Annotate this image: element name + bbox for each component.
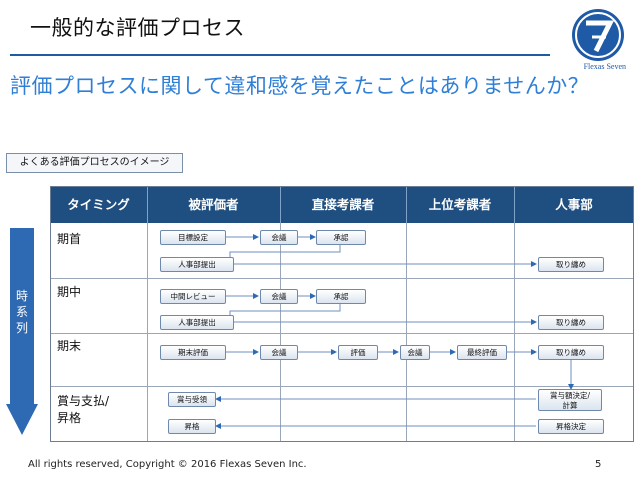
page-number: 5	[595, 459, 602, 470]
column-divider	[280, 223, 281, 442]
box-approval: 承認	[316, 289, 366, 304]
row-divider	[50, 386, 634, 387]
header-hr: 人事部	[514, 186, 634, 223]
image-tag: よくある評価プロセスのイメージ	[6, 153, 183, 173]
row-divider	[50, 278, 634, 279]
box-compile: 取り纏め	[538, 345, 604, 360]
slide-title: 一般的な評価プロセス	[30, 16, 245, 40]
box-final-evaluation: 期末評価	[160, 345, 226, 360]
row-divider	[50, 333, 634, 334]
phase-start: 期首	[57, 232, 82, 246]
header-direct-evaluator: 直接考課者	[280, 186, 406, 223]
process-table: タイミング 被評価者 直接考課者 上位考課者 人事部 期首 期中 期末 賞与支払…	[50, 186, 634, 442]
box-meeting: 会議	[260, 230, 298, 245]
box-midterm-review: 中間レビュー	[160, 289, 226, 304]
box-compile: 取り纏め	[538, 315, 604, 330]
flow-arrows	[215, 234, 574, 429]
header-divider	[514, 186, 515, 223]
column-divider	[406, 223, 407, 442]
time-axis-label: 時系列	[10, 288, 34, 336]
logo-text: Flexas Seven	[583, 62, 626, 71]
box-goal-setting: 目標設定	[160, 230, 226, 245]
box-promotion: 昇格	[168, 419, 216, 434]
title-underline	[10, 54, 550, 56]
time-arrow-icon	[6, 228, 38, 435]
box-bonus-received: 賞与受領	[168, 392, 216, 407]
box-final-rating: 最終評価	[457, 345, 507, 360]
phase-middle: 期中	[57, 285, 82, 299]
column-divider	[514, 223, 515, 442]
header-divider	[280, 186, 281, 223]
table-border	[50, 186, 634, 442]
box-meeting: 会議	[260, 345, 298, 360]
slide-subtitle: 評価プロセスに関して違和感を覚えたことはありませんか？	[10, 74, 590, 98]
header-timing: タイミング	[50, 186, 147, 223]
flexas-seven-logo	[572, 9, 624, 61]
copyright-footer: All rights reserved, Copyright © 2016 Fl…	[28, 459, 307, 470]
header-senior-evaluator: 上位考課者	[406, 186, 514, 223]
box-submit-hr: 人事部提出	[160, 257, 234, 272]
box-submit-hr: 人事部提出	[160, 315, 234, 330]
box-meeting: 会議	[260, 289, 298, 304]
header-divider	[147, 186, 148, 223]
box-bonus-calculation: 賞与額決定/ 計算	[538, 389, 602, 411]
box-approval: 承認	[316, 230, 366, 245]
box-promotion-decision: 昇格決定	[538, 419, 604, 434]
box-compile: 取り纏め	[538, 257, 604, 272]
header-divider	[406, 186, 407, 223]
phase-bonus-promotion: 賞与支払/ 昇格	[57, 394, 110, 425]
column-divider	[147, 223, 148, 442]
header-evaluatee: 被評価者	[147, 186, 280, 223]
time-axis-text: 時系列	[15, 289, 28, 335]
phase-end: 期末	[57, 339, 82, 353]
box-meeting: 会議	[400, 345, 430, 360]
box-rating: 評価	[338, 345, 378, 360]
